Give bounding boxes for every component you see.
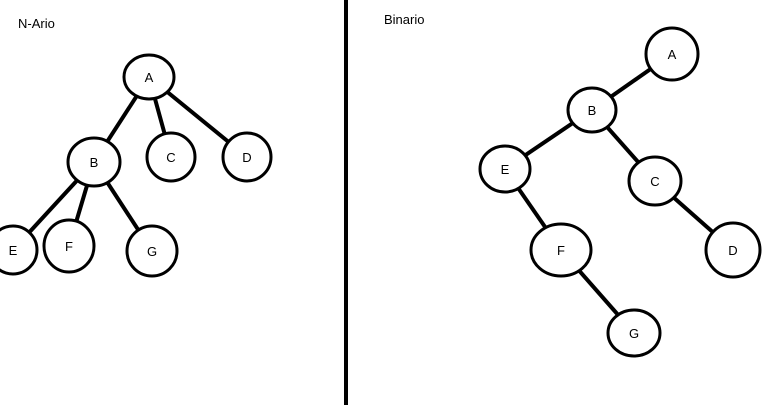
binary-title: Binario bbox=[384, 12, 425, 27]
n-ary-node-a bbox=[122, 53, 176, 101]
binary-node-d bbox=[704, 221, 762, 279]
n-ary-node-label-d: D bbox=[242, 150, 251, 165]
n-ary-node-label-a: A bbox=[145, 70, 154, 85]
binary-node-g bbox=[606, 308, 662, 358]
binary-node-label-e: E bbox=[501, 162, 510, 177]
n-ary-node-b bbox=[66, 136, 122, 188]
binary-node-label-g: G bbox=[629, 326, 639, 341]
n-ary-node-label-c: C bbox=[166, 150, 175, 165]
binary-node-f bbox=[529, 222, 593, 278]
binary-node-label-d: D bbox=[728, 243, 737, 258]
binary-node-b bbox=[566, 86, 618, 134]
n-ary-node-c bbox=[145, 131, 197, 183]
n-ary-node-label-f: F bbox=[65, 239, 73, 254]
n-ary-node-f bbox=[42, 218, 96, 274]
binary-node-label-a: A bbox=[668, 47, 677, 62]
binary-node-a bbox=[644, 26, 700, 82]
n-ary-node-e bbox=[0, 224, 39, 276]
n-ary-tree: A B C D E F G bbox=[0, 53, 273, 278]
binary-node-label-c: C bbox=[650, 174, 659, 189]
binary-node-e bbox=[478, 144, 532, 194]
n-ary-node-g bbox=[125, 224, 179, 278]
binary-node-label-b: B bbox=[588, 103, 597, 118]
n-ary-node-label-b: B bbox=[90, 155, 99, 170]
n-ary-node-d bbox=[221, 131, 273, 183]
binary-node-c bbox=[627, 155, 683, 207]
n-ary-node-label-g: G bbox=[147, 244, 157, 259]
n-ary-title: N-Ario bbox=[18, 16, 55, 31]
binary-tree: A B C D E F G bbox=[478, 26, 762, 358]
n-ary-node-label-e: E bbox=[9, 243, 18, 258]
binary-node-label-f: F bbox=[557, 243, 565, 258]
